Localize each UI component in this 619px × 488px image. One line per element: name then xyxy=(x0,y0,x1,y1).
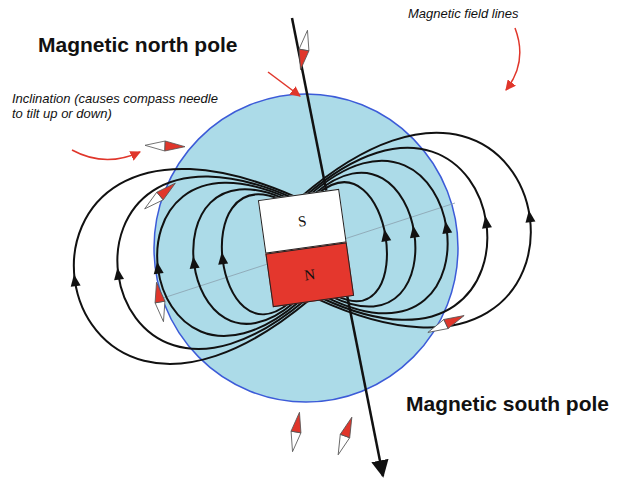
bar-magnet: SN xyxy=(258,189,354,307)
leader-line xyxy=(268,72,300,96)
field-arrow xyxy=(69,274,81,287)
pole-letter: N xyxy=(303,266,316,284)
compass-needle xyxy=(141,179,178,212)
field-arrow xyxy=(217,252,228,265)
pole-letter: S xyxy=(297,212,308,230)
compass-needle xyxy=(152,281,169,322)
compass-needle xyxy=(296,29,313,70)
inclination-note: Inclination (causes compass needle to ti… xyxy=(12,91,222,121)
field-arrow xyxy=(188,256,199,269)
compass-needle xyxy=(333,415,356,456)
field-arrow xyxy=(152,261,164,274)
field-arrow xyxy=(112,267,124,280)
compass-needle xyxy=(426,311,466,337)
field-arrow xyxy=(441,221,453,234)
compass-needle xyxy=(145,140,185,151)
leader-line xyxy=(506,28,520,90)
field-arrow xyxy=(524,210,536,223)
compass-needle xyxy=(288,411,305,452)
pole-label: Magnetic south pole xyxy=(406,392,609,416)
field-arrow xyxy=(480,215,492,228)
field-arrow xyxy=(408,225,420,238)
earth-globe xyxy=(154,94,458,402)
magnet-north-end: N xyxy=(265,242,354,307)
field-lines-label: Magnetic field lines xyxy=(408,6,519,21)
leader-line xyxy=(72,150,140,160)
field-arrow xyxy=(379,229,391,242)
pole-label: Magnetic north pole xyxy=(38,33,238,57)
field-lines xyxy=(56,120,548,378)
